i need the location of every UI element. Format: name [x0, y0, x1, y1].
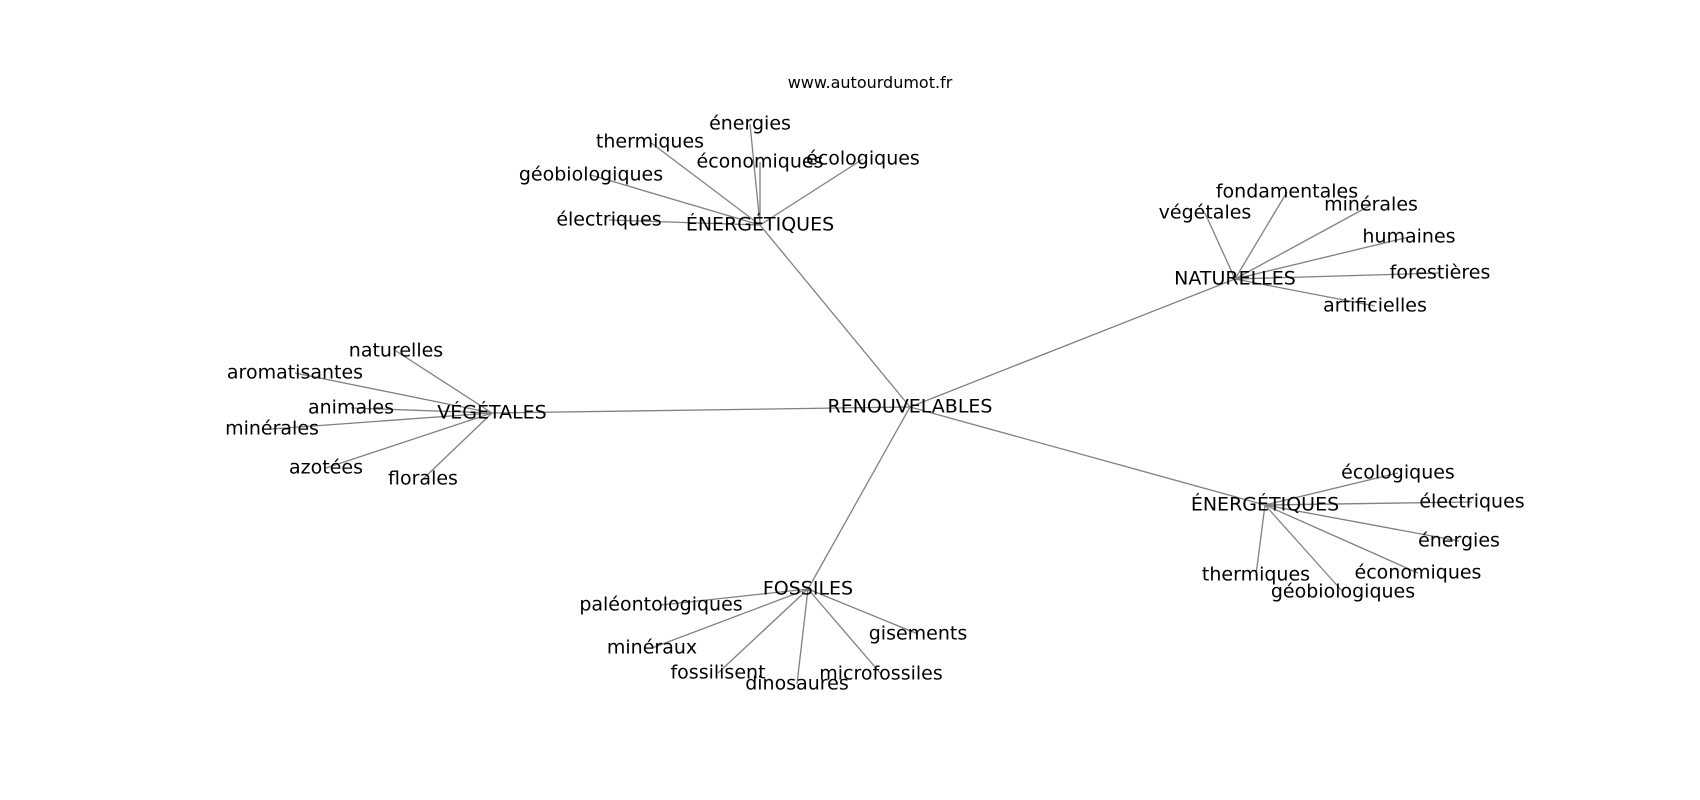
edge-group-3-child-5 — [1264, 504, 1344, 593]
leaf-node-label: naturelles — [349, 340, 443, 362]
edge-group-4-child-0 — [660, 588, 809, 606]
leaf-node-label: paléontologiques — [579, 594, 742, 616]
leaf-node-label: fossilisent — [670, 662, 765, 684]
edge-group-0-child-3 — [759, 158, 864, 226]
edge-group-3-child-1 — [1264, 501, 1473, 506]
center-node-label: RENOUVELABLES — [828, 396, 993, 418]
leaf-node-label: artificielles — [1323, 295, 1427, 317]
leaf-node-label: géobiologiques — [519, 164, 663, 186]
group-node-label: FOSSILES — [763, 578, 853, 600]
graph-nodes: RENOUVELABLESÉNERGÉTIQUESénergiesthermiq… — [225, 113, 1525, 695]
edge-group-1-child-1 — [1234, 191, 1288, 280]
leaf-node-label: microfossiles — [819, 663, 943, 685]
graph-edges — [271, 123, 1473, 685]
leaf-node-label: gisements — [869, 623, 968, 645]
group-node-label: NATURELLES — [1174, 268, 1296, 290]
leaf-node-label: économiques — [697, 151, 824, 173]
leaf-node-label: minérales — [1324, 194, 1418, 216]
edge-group-1-child-0 — [1204, 212, 1236, 280]
edge-group-2-child-4 — [325, 412, 493, 469]
leaf-node-label: électriques — [556, 209, 661, 231]
edge-center-group-3 — [909, 406, 1266, 506]
edge-group-1-child-3 — [1234, 236, 1410, 280]
leaf-node-label: fondamentales — [1216, 181, 1358, 203]
leaf-node-label: florales — [388, 468, 458, 490]
edge-group-2-child-2 — [350, 407, 493, 414]
leaf-node-label: azotées — [289, 457, 363, 479]
edge-group-3-child-0 — [1264, 472, 1399, 506]
edge-group-4-child-3 — [796, 588, 809, 685]
edge-group-4-child-2 — [717, 588, 809, 674]
leaf-node-label: minéraux — [607, 637, 697, 659]
leaf-node-label: économiques — [1355, 562, 1482, 584]
edge-group-2-child-5 — [422, 412, 493, 480]
edge-group-3-child-4 — [1255, 504, 1266, 576]
edge-group-2-child-3 — [271, 412, 493, 430]
edge-group-0-child-5 — [608, 219, 761, 226]
group-node-label: VÉGÉTALES — [437, 401, 547, 424]
edge-group-3-child-2 — [1264, 504, 1460, 542]
leaf-node-label: écologiques — [1341, 462, 1455, 484]
edge-group-0-child-1 — [649, 141, 761, 226]
edge-center-group-2 — [491, 406, 911, 414]
edge-center-group-1 — [909, 278, 1236, 408]
edge-center-group-0 — [759, 224, 911, 408]
edge-group-4-child-5 — [807, 588, 919, 635]
leaf-node-label: forestières — [1390, 262, 1491, 284]
edge-group-2-child-1 — [294, 372, 493, 414]
leaf-node-label: humaines — [1362, 226, 1455, 248]
group-node-label: ÉNERGÉTIQUES — [686, 213, 834, 236]
edge-group-4-child-4 — [807, 588, 882, 675]
edge-center-group-4 — [807, 406, 911, 590]
edge-group-1-child-5 — [1234, 278, 1376, 307]
edge-group-1-child-4 — [1234, 272, 1441, 280]
edge-group-2-child-0 — [395, 350, 493, 414]
group-node-label: ÉNERGÉTIQUES — [1191, 493, 1339, 516]
leaf-node-label: animales — [308, 397, 394, 419]
leaf-node-label: énergies — [709, 113, 791, 135]
leaf-node-label: aromatisantes — [227, 362, 363, 384]
edge-group-4-child-1 — [651, 588, 809, 649]
leaf-node-label: écologiques — [806, 148, 920, 170]
leaf-node-label: énergies — [1418, 530, 1500, 552]
edge-group-1-child-2 — [1234, 204, 1372, 280]
leaf-node-label: minérales — [225, 418, 319, 440]
edge-group-0-child-4 — [590, 174, 761, 226]
edge-group-3-child-3 — [1264, 504, 1419, 574]
source-credit: www.autourdumot.fr — [788, 73, 953, 92]
leaf-node-label: thermiques — [1202, 564, 1310, 586]
leaf-node-label: géobiologiques — [1271, 581, 1415, 603]
leaf-node-label: végétales — [1159, 202, 1252, 224]
edge-group-0-child-0 — [749, 123, 761, 226]
leaf-node-label: thermiques — [596, 131, 704, 153]
leaf-node-label: électriques — [1419, 491, 1524, 513]
leaf-node-label: dinosaures — [745, 673, 849, 695]
